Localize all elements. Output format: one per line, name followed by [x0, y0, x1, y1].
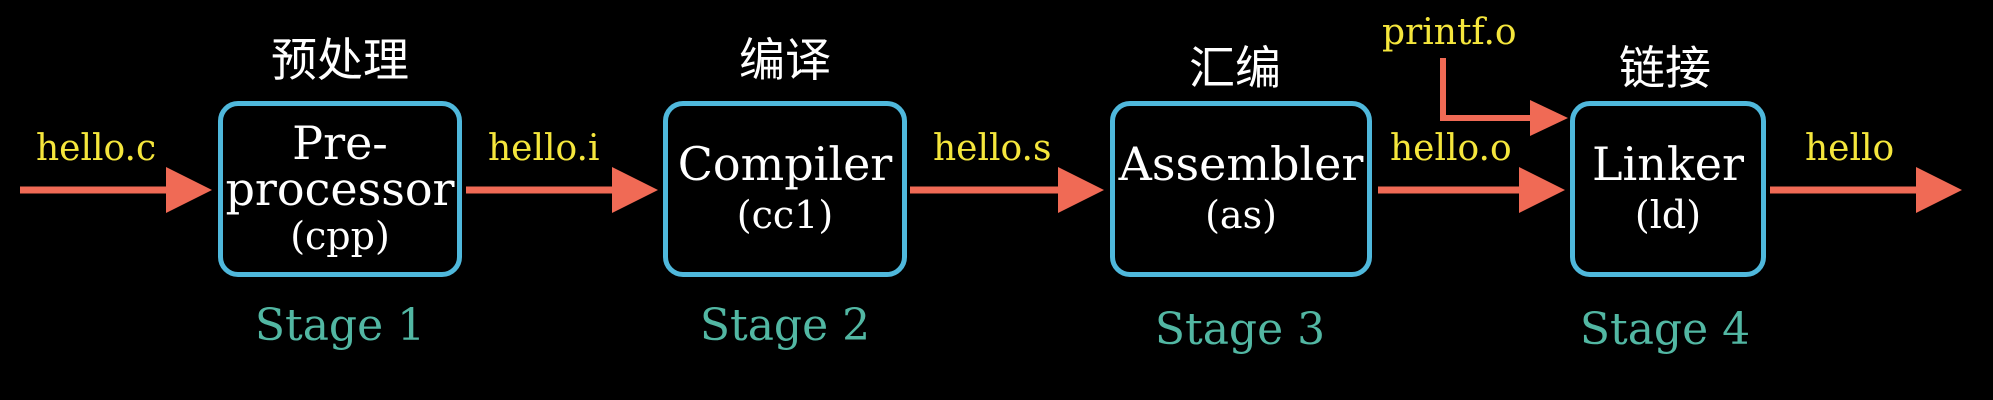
stage-1-tool: (cpp) [290, 214, 390, 259]
stage-3-tool: (as) [1205, 193, 1277, 238]
stage-2-label: Stage 2 [699, 300, 871, 351]
stage-2-tool: (cc1) [736, 193, 834, 238]
stage-4-box: Linker (ld) [1570, 101, 1766, 277]
file-label-library: printf.o [1382, 12, 1517, 53]
stage-1-box: Pre- processor (cpp) [218, 101, 462, 277]
stage-1-chinese-title: 预处理 [271, 33, 409, 87]
stage-4-label: Stage 4 [1579, 304, 1751, 355]
stage-3-chinese-title: 汇编 [1189, 41, 1281, 95]
arrow-stage3-to-stage4-head [1519, 167, 1565, 213]
stage-2-box: Compiler (cc1) [663, 101, 907, 277]
stage-4-tool: (ld) [1634, 193, 1702, 238]
stage-3-name: Assembler [1118, 137, 1364, 192]
arrow-input-to-stage1-head [166, 167, 212, 213]
arrow-stage1-to-stage2-head [612, 167, 658, 213]
stage-1-name: Pre- processor [225, 116, 455, 217]
arrow-stage2-to-stage3-head [1058, 167, 1104, 213]
arrow-library-to-linker-head [1530, 100, 1568, 136]
file-label-input: hello.c [36, 128, 157, 169]
file-label-preprocessed: hello.i [488, 128, 600, 169]
stage-1-label: Stage 1 [254, 300, 426, 351]
file-label-output: hello [1805, 128, 1895, 169]
file-label-assembly: hello.s [933, 128, 1052, 169]
stage-3-label: Stage 3 [1154, 304, 1326, 355]
stage-2-chinese-title: 编译 [739, 33, 831, 87]
file-label-object: hello.o [1390, 128, 1512, 169]
arrow-stage4-to-output-head [1916, 167, 1962, 213]
stage-2-name: Compiler [677, 137, 893, 192]
stage-3-box: Assembler (as) [1110, 101, 1372, 277]
stage-4-name: Linker [1592, 137, 1744, 192]
stage-4-chinese-title: 链接 [1619, 41, 1711, 95]
arrow-library-to-linker-shaft [1440, 58, 1530, 121]
